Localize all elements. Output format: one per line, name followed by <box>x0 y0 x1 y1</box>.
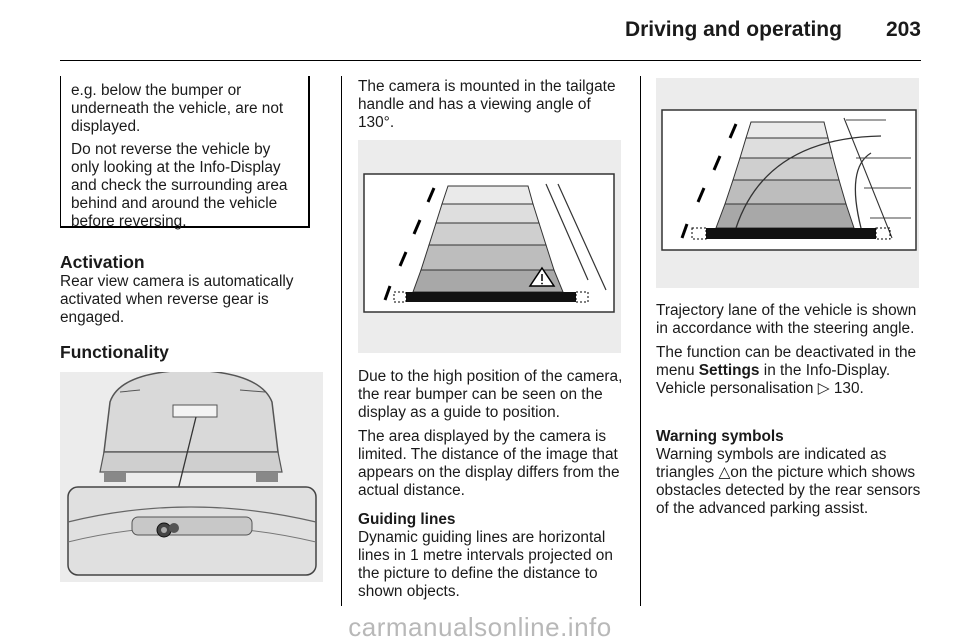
trajectory-section: Trajectory lane of the vehicle is shown … <box>656 302 924 404</box>
bumper-section: Due to the high position of the camera, … <box>358 368 626 506</box>
watermark: carmanualsonline.info <box>348 612 612 642</box>
guiding-lines-text: Dynamic guiding lines are horizontal lin… <box>358 529 613 600</box>
intro-section: The camera is mounted in the tailgate ha… <box>358 78 626 138</box>
header-rule <box>60 60 921 61</box>
deactivate-text-middle: in the Info-Display. Vehicle personalisa… <box>656 362 891 397</box>
warning-symbols-section: Warning symbols Warning symbols are indi… <box>656 428 924 524</box>
camera-location-figure <box>60 369 323 582</box>
page-number: 203 <box>885 18 921 41</box>
deactivate-text-start: The function can be deactivated in the m… <box>656 344 917 379</box>
column-divider-left <box>341 76 342 606</box>
bumper-text: Due to the high position of the camera, … <box>358 368 623 421</box>
activation-text: Rear view camera is automatically activa… <box>60 273 294 326</box>
trajectory-lane-figure <box>656 78 919 288</box>
notice-paragraph-2: Do not reverse the vehicle by only looki… <box>71 141 288 230</box>
display-trajectory-illustration <box>656 78 919 288</box>
warning-text-end: on the picture which shows obstacles det… <box>656 464 921 517</box>
area-limited-text: The area displayed by the camera is limi… <box>358 428 620 499</box>
page-header: Driving and operating 203 <box>0 18 921 42</box>
functionality-section: Functionality <box>60 342 322 363</box>
page-reference-arrow-icon: ▷ <box>817 380 830 397</box>
caution-notice-box: e.g. below the bumper or underneath the … <box>60 76 310 230</box>
guiding-lines-heading: Guiding lines <box>358 511 456 528</box>
page-reference: 130. <box>833 380 864 397</box>
trajectory-text: Trajectory lane of the vehicle is shown … <box>656 302 917 337</box>
section-title: Driving and operating <box>624 18 842 41</box>
display-guiding-lines-illustration <box>358 140 621 353</box>
settings-menu-label: Settings <box>698 362 760 379</box>
tailgate-illustration <box>60 369 323 582</box>
column-divider-right <box>640 76 641 606</box>
guiding-lines-section: Guiding lines Dynamic guiding lines are … <box>358 511 626 607</box>
camera-mount-text: The camera is mounted in the tailgate ha… <box>358 78 616 131</box>
deactivate-text: The function can be deactivated in the m… <box>656 344 924 398</box>
warning-symbols-text: Warning symbols are indicated as triangl… <box>656 446 924 518</box>
warning-text-start: Warning symbols are indicated as triangl… <box>656 446 887 481</box>
notice-paragraph-1: e.g. below the bumper or underneath the … <box>71 82 284 135</box>
warning-symbols-heading: Warning symbols <box>656 428 784 445</box>
functionality-heading: Functionality <box>60 342 169 362</box>
guiding-lines-figure <box>358 140 621 353</box>
activation-heading: Activation <box>60 252 145 272</box>
warning-triangle-icon: △ <box>718 464 731 481</box>
activation-section: Activation Rear view camera is automatic… <box>60 252 322 333</box>
